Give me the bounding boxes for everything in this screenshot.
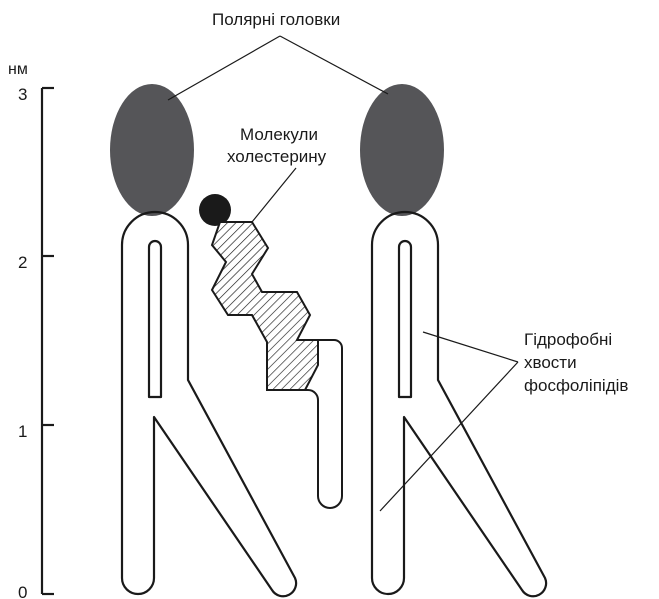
leader-polar-head-right (280, 36, 388, 94)
label-tails-line3: фосфоліпідів (524, 376, 628, 395)
scale-tick-label-2: 2 (18, 253, 27, 272)
label-cholesterol-line2: холестерину (227, 147, 327, 166)
cholesterol-ring-system (212, 222, 318, 390)
phospholipid-tails-right (372, 212, 546, 596)
scale-bar: нм 3 2 1 0 (8, 61, 54, 599)
label-tails-line1: Гідрофобні (524, 330, 612, 349)
label-polar-heads: Полярні головки (212, 10, 340, 29)
scale-tick-label-0: 0 (18, 583, 27, 599)
scale-unit-label: нм (8, 61, 28, 78)
cholesterol-molecule (199, 194, 342, 508)
label-cholesterol-line1: Молекули (240, 125, 318, 144)
tail-inner-right (399, 241, 411, 397)
leader-polar-head-left (168, 36, 280, 100)
leader-cholesterol (252, 168, 296, 222)
polar-head-left (110, 84, 194, 216)
scale-tick-label-3: 3 (18, 85, 27, 104)
phospholipid-tails-left (122, 212, 296, 596)
polar-head-right (360, 84, 444, 216)
label-tails-line2: хвости (524, 353, 577, 372)
tail-inner-left (149, 241, 161, 397)
scale-tick-label-1: 1 (18, 422, 27, 441)
